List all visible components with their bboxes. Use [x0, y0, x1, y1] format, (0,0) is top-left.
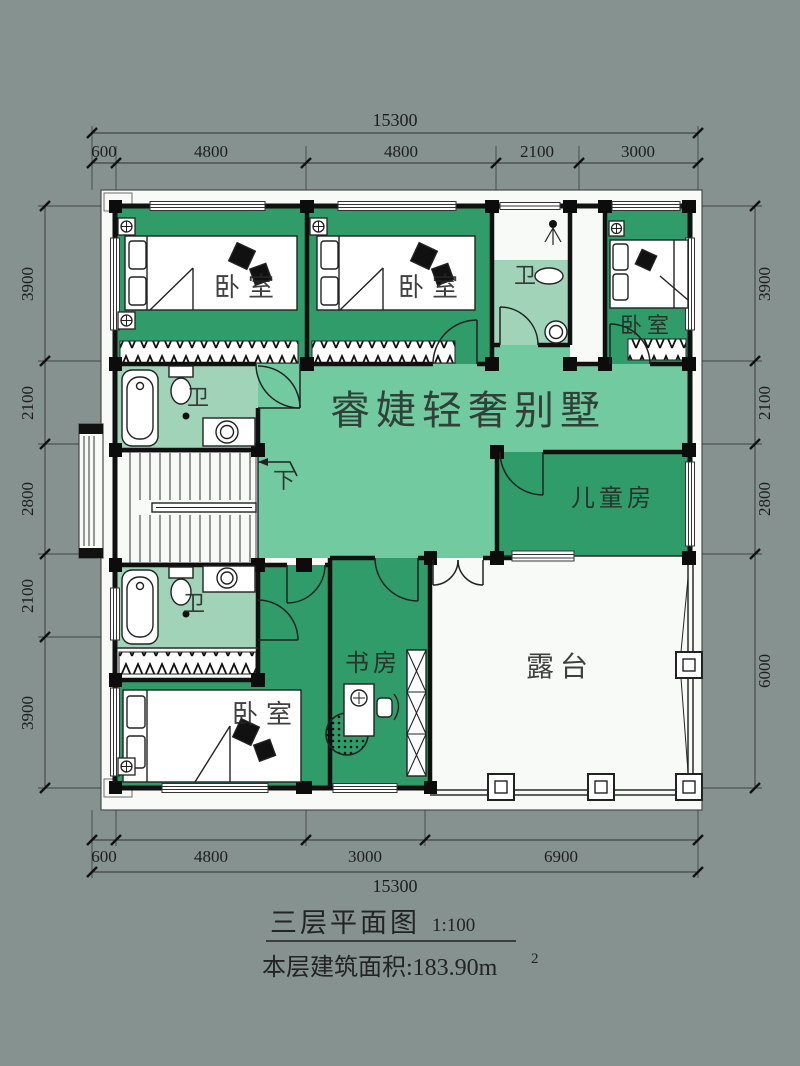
dim-top-total: 15300 [373, 110, 418, 130]
label-bedroom-bottom: 卧室 [232, 700, 300, 729]
dim-left-1: 2100 [18, 386, 37, 420]
dim-bottom-3: 6900 [544, 847, 578, 866]
label-terrace: 露台 [526, 651, 594, 683]
windows [110, 201, 695, 793]
dim-top-4: 3000 [621, 142, 655, 161]
window-bottom-2 [332, 783, 398, 793]
label-bath-lower: 卫 [183, 591, 205, 616]
label-study: 书房 [345, 650, 401, 677]
bath-lower-fixtures [121, 565, 256, 645]
room-labels: 卧室 卧室 卫 卧室 卫 下 儿童房 卫 书房 卧室 露台 [183, 263, 674, 729]
dim-right-2: 2800 [755, 482, 774, 516]
dim-top-0: 600 [91, 142, 117, 161]
dim-top-2: 4800 [384, 142, 418, 161]
dim-top-3: 2100 [520, 142, 554, 161]
dim-left: 3900 2100 2800 2100 3900 [18, 200, 101, 794]
floor-area-superscript: 2 [531, 951, 539, 967]
floor-area-label: 本层建筑面积:183.90m [262, 954, 498, 981]
room-kids [497, 452, 690, 556]
dim-left-3: 2100 [18, 579, 37, 613]
room-bath-top-shower [492, 208, 570, 260]
stair-treads [139, 453, 251, 562]
label-kids-room: 儿童房 [571, 485, 655, 512]
study-shelf [406, 649, 427, 777]
study-chair [376, 693, 400, 721]
nightstands [117, 217, 625, 776]
dim-top: 15300 600 4800 4800 2100 3000 [86, 110, 704, 190]
watermark-text: 睿婕轻奢别墅 [330, 388, 606, 433]
dim-right-0: 3900 [755, 267, 774, 301]
vestibule-strip [570, 208, 605, 364]
window-top-4 [611, 201, 681, 211]
window-bottom-1 [161, 783, 269, 793]
dim-bottom-0: 600 [91, 847, 117, 866]
stair-direction-arrow [258, 458, 298, 477]
bed-top-left [124, 235, 298, 311]
dim-bottom: 600 4800 3000 6900 15300 [86, 810, 704, 896]
hall-lower [258, 452, 497, 558]
hall-strip-under-bath [492, 345, 570, 364]
plan-title: 三层平面图 [270, 908, 420, 938]
label-bedroom-top-right: 卧室 [620, 313, 674, 338]
bed-top-middle [316, 235, 476, 311]
dim-right: 3900 2100 2800 6000 [702, 200, 774, 794]
dim-bottom-1: 4800 [194, 847, 228, 866]
room-terrace [430, 558, 690, 788]
dim-bottom-total: 15300 [373, 876, 418, 896]
bed-bottom-left [122, 689, 302, 783]
hall-upper [258, 364, 690, 452]
doors [255, 306, 651, 641]
dim-left-2: 2800 [18, 482, 37, 516]
window-left-3 [110, 687, 120, 777]
dim-bottom-2: 3000 [348, 847, 382, 866]
title-block: 三层平面图 1:100 本层建筑面积:183.90m 2 [262, 908, 539, 981]
window-left-1 [110, 237, 120, 331]
window-top-3 [499, 202, 561, 210]
study-furniture [325, 649, 427, 777]
window-kids-terrace [511, 550, 575, 562]
terrace-columns [487, 577, 703, 801]
bed-top-right [609, 239, 689, 309]
bath-middle-fixtures [121, 365, 256, 447]
closets [118, 338, 687, 675]
label-bedroom-top-left: 卧室 [214, 273, 282, 302]
dim-top-1: 4800 [194, 142, 228, 161]
plan-scale: 1:100 [432, 915, 475, 936]
dim-left-0: 3900 [18, 267, 37, 301]
dim-left-4: 3900 [18, 696, 37, 730]
label-bath-middle: 卫 [187, 385, 209, 410]
window-left-2 [110, 587, 120, 641]
dim-right-1: 2100 [755, 386, 774, 420]
wall-columns [109, 200, 696, 794]
label-bath-top: 卫 [514, 263, 536, 288]
window-top-1 [149, 201, 266, 211]
label-stairs-down: 下 [273, 468, 295, 493]
bath-top-fixtures [534, 220, 568, 344]
label-bedroom-top-middle: 卧室 [398, 273, 466, 302]
window-right-2 [685, 461, 695, 547]
dim-right-3: 6000 [755, 654, 774, 688]
window-top-2 [337, 201, 457, 211]
